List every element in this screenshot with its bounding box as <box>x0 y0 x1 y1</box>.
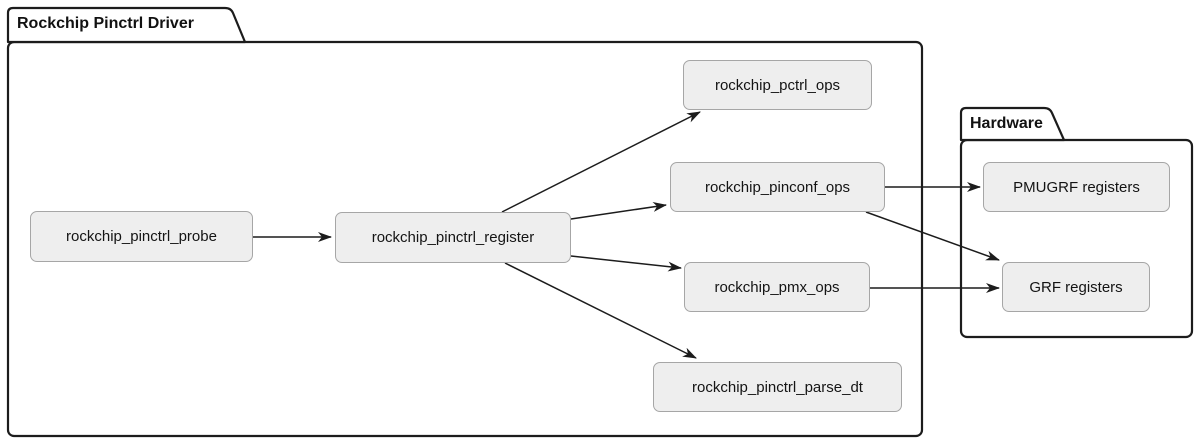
node-label: rockchip_pmx_ops <box>714 278 840 296</box>
node-rockchip-pinctrl-register: rockchip_pinctrl_register <box>335 212 571 263</box>
node-label: rockchip_pinconf_ops <box>704 178 851 196</box>
node-label: PMUGRF registers <box>1013 178 1140 196</box>
node-rockchip-pmx-ops: rockchip_pmx_ops <box>684 262 870 312</box>
package-rockchip-body <box>6 40 924 438</box>
package-hardware-body <box>959 138 1194 339</box>
edge-register-to-pmx-ops <box>570 255 682 272</box>
edge-register-to-parse-dt <box>504 262 697 359</box>
node-rockchip-pinctrl-parse-dt: rockchip_pinctrl_parse_dt <box>653 362 902 412</box>
package-hardware <box>959 106 1194 339</box>
package-hardware-tab <box>959 106 1066 142</box>
node-rockchip-pctrl-ops: rockchip_pctrl_ops <box>683 60 872 110</box>
edge-pinconf-to-grf <box>865 211 1000 261</box>
node-grf-registers: GRF registers <box>1002 262 1150 312</box>
package-rockchip-pinctrl-driver <box>6 6 924 438</box>
node-label: GRF registers <box>1029 278 1123 296</box>
package-title-hardware: Hardware <box>970 115 1043 132</box>
edge-register-to-pinconf-ops <box>570 201 667 220</box>
node-label: rockchip_pinctrl_parse_dt <box>692 378 863 396</box>
node-label: rockchip_pinctrl_probe <box>66 228 217 245</box>
node-label: rockchip_pinctrl_register <box>371 229 535 246</box>
edge-register-to-pctrl-ops <box>501 111 701 213</box>
node-rockchip-pinctrl-probe: rockchip_pinctrl_probe <box>30 211 253 262</box>
package-rockchip-tab <box>6 6 247 44</box>
package-title-rockchip-pinctrl-driver: Rockchip Pinctrl Driver <box>17 15 194 32</box>
node-rockchip-pinconf-ops: rockchip_pinconf_ops <box>670 162 885 212</box>
node-pmugrf-registers: PMUGRF registers <box>983 162 1170 212</box>
node-label: rockchip_pctrl_ops <box>714 76 841 94</box>
